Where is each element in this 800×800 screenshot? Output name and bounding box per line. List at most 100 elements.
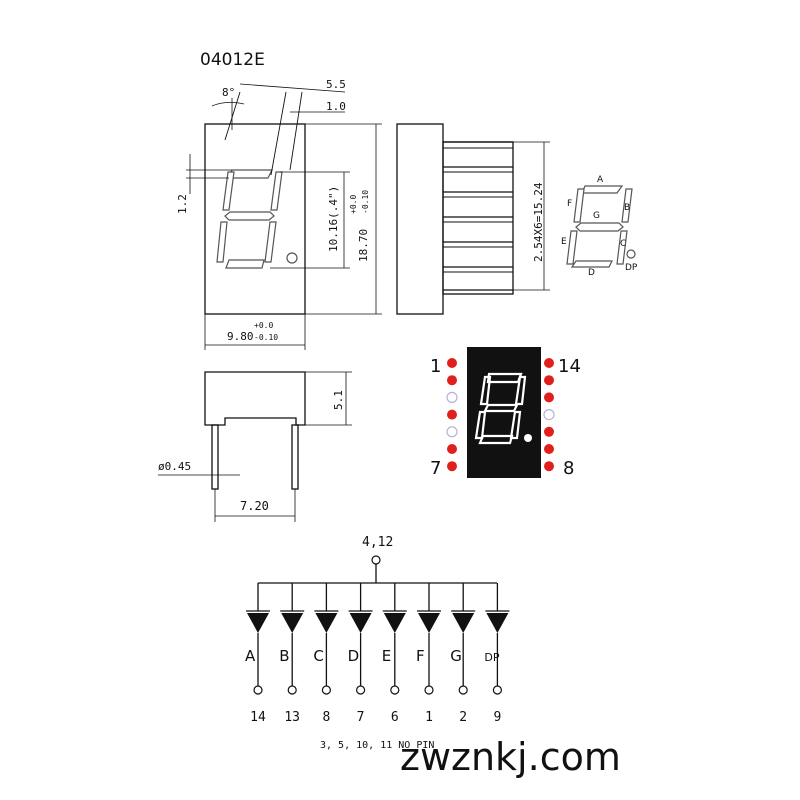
diode-triangle [349, 613, 372, 633]
led-seg-a [486, 372, 523, 384]
diode-terminal [492, 685, 502, 695]
diode-g: G2 [450, 583, 476, 725]
pin-label-right-top: 14 [558, 356, 581, 377]
diode-terminal [458, 685, 468, 695]
side-view-pin-block [442, 141, 514, 295]
diode-terminal [390, 685, 400, 695]
bottom-pin-left [211, 424, 219, 490]
diode-pin-9: 9 [493, 710, 501, 725]
pinout-body [467, 347, 541, 478]
pin-label-left-top: 1 [430, 356, 441, 377]
seg-e [216, 221, 228, 263]
diode-terminal [424, 685, 434, 695]
dim-width-tol-bottom: -0.10 [254, 333, 278, 342]
led-seg-b [514, 375, 527, 406]
pin-dot-right-3 [544, 392, 554, 403]
diode-terminal [356, 685, 366, 695]
slant-guide-right [270, 91, 287, 176]
diode-f: F1 [416, 583, 441, 725]
dim-height-tol-top: +0.0 [349, 195, 358, 214]
legend-seg-a [581, 185, 624, 194]
seg-dp [286, 252, 298, 264]
diode-label-d: D [348, 647, 360, 665]
legend-seg-f [573, 188, 585, 223]
diode-triangle [281, 613, 304, 633]
led-seg-f [479, 375, 492, 406]
side-view-pins [443, 141, 513, 291]
diode-dp: DP 9 [484, 583, 510, 725]
diode-terminal [253, 685, 263, 695]
common-terminal [371, 555, 381, 565]
dim-height: 18.70 [357, 229, 370, 262]
segment-legend: A B C D E F G DP [561, 175, 638, 278]
diode-triangle [247, 613, 269, 633]
diode-terminal [287, 685, 297, 695]
diode-c: C8 [313, 583, 339, 725]
pin-dot-right-5 [544, 426, 554, 437]
diode-pin-1: 1 [425, 710, 433, 725]
diode-label-a: A [245, 647, 256, 665]
legend-label-b: B [624, 203, 630, 213]
pin-dot-left-3 [446, 391, 458, 403]
front-view-digit [216, 169, 298, 269]
diode-a: A14 [245, 583, 270, 725]
slant-guide-right2 [289, 91, 303, 171]
legend-label-a: A [597, 175, 604, 185]
dim-top-a: 5.5 [326, 78, 346, 91]
pin-dot-right-1 [544, 358, 554, 368]
seg-c [264, 221, 277, 263]
diode-label-b: B [279, 647, 289, 665]
legend-seg-e [566, 230, 578, 265]
slant-guide-left [224, 91, 241, 141]
dim-width: 9.80 [227, 330, 254, 343]
diode-pin-7: 7 [357, 710, 365, 725]
seg-b [270, 171, 283, 211]
dim-seg: 1.2 [176, 194, 189, 214]
led-seg-c [509, 410, 522, 440]
diode-pin-6: 6 [391, 710, 399, 725]
pin-dot-left-5 [446, 426, 458, 438]
dim-pin-dia: ø0.45 [158, 460, 191, 473]
diode-label-dp: DP [484, 651, 499, 664]
pin-dot-left-2 [447, 375, 457, 386]
pin-dot-right-6 [544, 444, 554, 454]
diode-label-e: E [382, 647, 391, 665]
legend-label-d: D [588, 268, 595, 278]
seg-d [225, 259, 265, 269]
dim-pin-span: 7.20 [240, 499, 269, 513]
legend-seg-g [575, 222, 624, 232]
bottom-view-body [204, 371, 306, 426]
pinout-view: 1 7 14 8 [430, 347, 581, 479]
pin-dot-left-4 [447, 409, 457, 420]
diode-triangle [418, 613, 440, 633]
bottom-pin-right [291, 424, 299, 490]
common-pin-label: 4,12 [362, 535, 393, 550]
legend-seg-dp [626, 249, 636, 259]
seg-a [228, 169, 273, 179]
pin-dot-left-6 [447, 444, 457, 454]
pin-dot-left-7 [447, 461, 457, 472]
front-view: 8° 5.5 1.0 1.2 10.16(.4") 18.70 +0.0 -0.… [176, 78, 382, 350]
watermark: zwznkj.com [400, 735, 621, 779]
diode-e: E6 [382, 583, 407, 725]
pinout-pins-left [446, 358, 458, 472]
legend-label-e: E [561, 237, 567, 247]
dim-height-tol-bottom: -0.10 [361, 190, 370, 214]
diode-label-f: F [416, 647, 425, 665]
diode-triangle [383, 613, 406, 633]
front-view-body [204, 123, 306, 315]
legend-seg-d [570, 260, 613, 268]
pin-label-right-bottom: 8 [563, 458, 574, 479]
dim-top-b: 1.0 [326, 100, 346, 113]
pin-label-left-bottom: 7 [430, 458, 441, 479]
pinout-pins-right [543, 358, 555, 472]
diode-pin-13: 13 [284, 710, 300, 725]
diode-triangle [486, 613, 509, 633]
legend-seg-c [616, 230, 628, 265]
legend-label-g: G [593, 211, 600, 221]
dim-digit: 10.16(.4") [327, 186, 340, 252]
dim-thickness: 5.1 [332, 390, 345, 410]
diode-triangle [452, 613, 475, 633]
